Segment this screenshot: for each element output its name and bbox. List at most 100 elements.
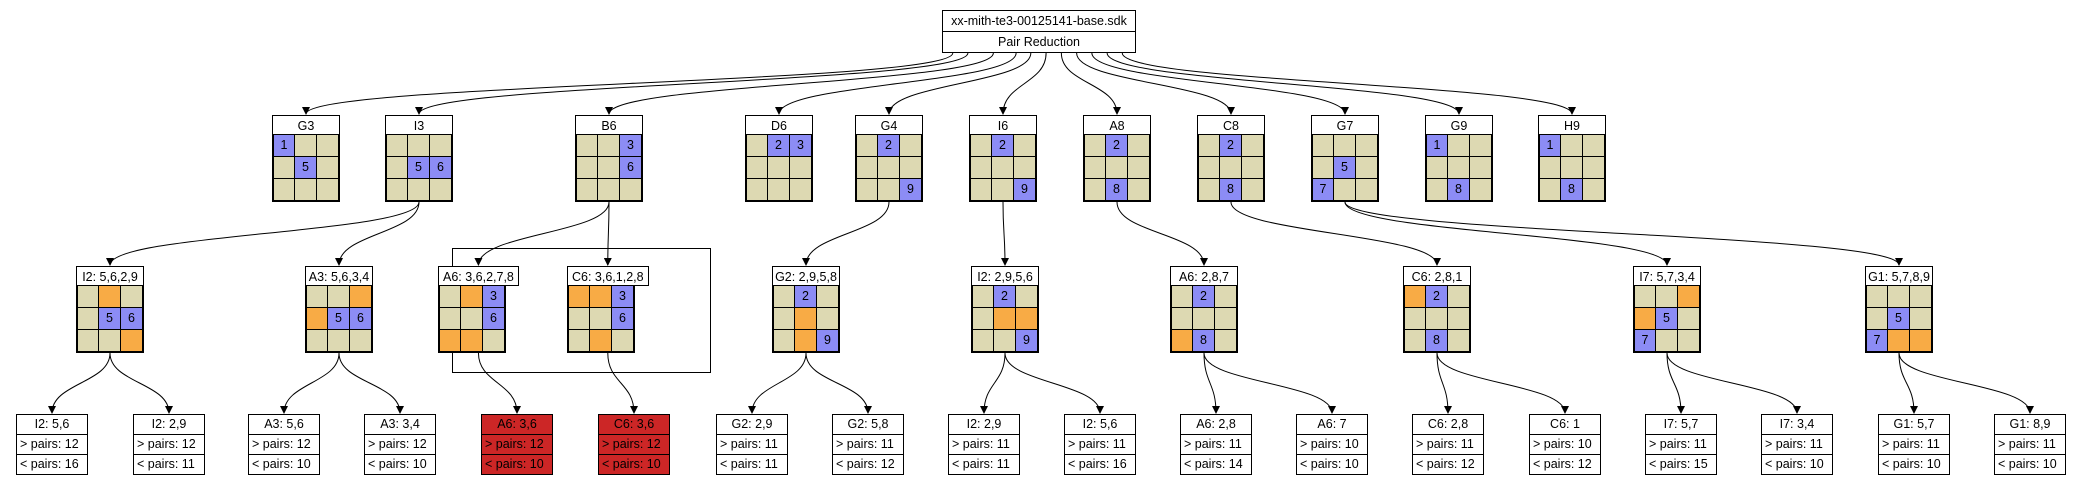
- grid-cell: [1013, 134, 1036, 157]
- grid-cell: [77, 329, 99, 352]
- grid-cell: [767, 156, 790, 179]
- grid-cell: [767, 178, 790, 201]
- grid-cell: [1426, 156, 1448, 179]
- result-leaf-l9[interactable]: I2: 2,9> pairs: 11< pairs: 11: [948, 414, 1020, 475]
- grid-cell: [1655, 329, 1678, 352]
- leaf-title: C6: 1: [1550, 417, 1580, 431]
- grid-cell: [1655, 285, 1678, 308]
- grid-cell: [1127, 134, 1150, 157]
- result-leaf-l15[interactable]: I7: 5,7> pairs: 11< pairs: 15: [1645, 414, 1717, 475]
- greater-pairs: > pairs: 11: [1762, 434, 1832, 454]
- grid-cell: [1015, 285, 1038, 308]
- result-leaf-l7[interactable]: G2: 2,9> pairs: 11< pairs: 11: [716, 414, 788, 475]
- edge-a6a-l5: [477, 352, 521, 414]
- result-leaf-l8[interactable]: G2: 5,8> pairs: 11< pairs: 12: [832, 414, 904, 475]
- node-title: I7: 5,7,3,4: [1633, 266, 1701, 286]
- result-leaf-l17[interactable]: G1: 5,7> pairs: 11< pairs: 10: [1878, 414, 1950, 475]
- grid-cell: 7: [1634, 329, 1656, 352]
- edge-g7-g1a: [1344, 201, 1903, 266]
- edge-root-g3: [302, 52, 954, 115]
- grid-cell: [1582, 156, 1605, 179]
- leaf-title: A6: 3,6: [497, 417, 537, 431]
- grid-cell: [1634, 307, 1656, 330]
- grid-cell: [589, 285, 612, 308]
- edge-g1a-l18: [1898, 352, 2034, 414]
- grid-cell: 7: [1866, 329, 1888, 352]
- grid-cell: [970, 156, 992, 179]
- grid-cell: [970, 178, 992, 201]
- grid-cell: [991, 156, 1014, 179]
- result-leaf-l11[interactable]: A6: 2,8> pairs: 11< pairs: 14: [1180, 414, 1252, 475]
- grid-cell: [1404, 329, 1426, 352]
- grid-cell: [273, 178, 295, 201]
- greater-pairs: > pairs: 12: [599, 434, 669, 454]
- node-title: G2: 2,9,5,8: [772, 266, 840, 286]
- less-pairs: < pairs: 10: [1995, 454, 2065, 474]
- less-pairs: < pairs: 16: [1065, 454, 1135, 474]
- grid-cell: [1677, 285, 1700, 308]
- leaf-title: C6: 2,8: [1427, 417, 1469, 431]
- greater-pairs: > pairs: 11: [1995, 434, 2065, 454]
- grid-cell: [1539, 178, 1561, 201]
- result-leaf-l10[interactable]: I2: 5,6> pairs: 11< pairs: 16: [1064, 414, 1136, 475]
- greater-pairs: > pairs: 11: [717, 434, 787, 454]
- grid-cell: [576, 178, 598, 201]
- result-leaf-l13[interactable]: C6: 2,8> pairs: 11< pairs: 12: [1412, 414, 1484, 475]
- result-leaf-l12[interactable]: A6: 7> pairs: 10< pairs: 10: [1296, 414, 1368, 475]
- grid-cell: 8: [1560, 178, 1583, 201]
- grid-cell: 5: [1655, 307, 1678, 330]
- result-leaf-l2[interactable]: I2: 2,9> pairs: 12< pairs: 11: [133, 414, 205, 475]
- grid-cell: [327, 285, 350, 308]
- result-leaf-l16[interactable]: I7: 3,4> pairs: 11< pairs: 10: [1761, 414, 1833, 475]
- grid-cell: 8: [1105, 178, 1128, 201]
- grid-cell: [1425, 307, 1448, 330]
- result-leaf-l14[interactable]: C6: 1> pairs: 10< pairs: 12: [1529, 414, 1601, 475]
- grid-cell: [1171, 285, 1193, 308]
- result-leaf-l6[interactable]: C6: 3,6> pairs: 12< pairs: 10: [598, 414, 670, 475]
- node-title: A3: 5,6,3,4: [305, 266, 373, 286]
- result-leaf-l5[interactable]: A6: 3,6> pairs: 12< pairs: 10: [481, 414, 553, 475]
- leaf-title: G2: 5,8: [847, 417, 889, 431]
- result-leaf-l18[interactable]: G1: 8,9> pairs: 11< pairs: 10: [1994, 414, 2066, 475]
- grid-cell: 5: [1887, 307, 1910, 330]
- result-leaf-l1[interactable]: I2: 5,6> pairs: 12< pairs: 16: [16, 414, 88, 475]
- greater-pairs: > pairs: 11: [833, 434, 903, 454]
- result-leaf-l4[interactable]: A3: 3,4> pairs: 12< pairs: 10: [364, 414, 436, 475]
- node-title: I3: [385, 115, 453, 135]
- result-leaf-l3[interactable]: A3: 5,6> pairs: 12< pairs: 10: [248, 414, 320, 475]
- grid-cell: [1219, 156, 1242, 179]
- grid-cell: 2: [767, 134, 790, 157]
- grid-cell: [816, 307, 839, 330]
- node-title: H9: [1538, 115, 1606, 135]
- root-node[interactable]: xx-mith-te3-00125141-base.sdk Pair Reduc…: [942, 10, 1136, 53]
- edge-i7a-l15: [1666, 352, 1685, 414]
- leaf-title: A6: 2,8: [1196, 417, 1236, 431]
